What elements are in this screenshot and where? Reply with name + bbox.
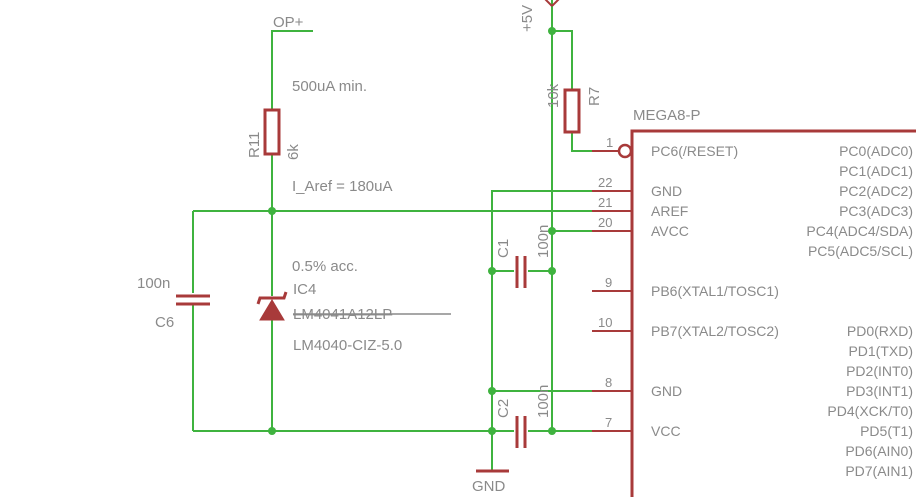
- mcu-pin-number: 9: [605, 275, 612, 290]
- capacitor-c2-value: 100n: [535, 385, 552, 418]
- reference-ic4[interactable]: IC4 LM4041A12LP LM4040-CIZ-5.0 0.5% acc.: [256, 258, 451, 354]
- junctions: [268, 27, 556, 435]
- capacitor-c6-value: 100n: [137, 275, 170, 292]
- capacitor-c2-name: C2: [495, 399, 512, 418]
- resistor-r7-body: [563, 88, 581, 134]
- supply-5v-arrow-left: [544, 0, 553, 7]
- junction-dot: [488, 427, 496, 435]
- mcu-pin-name: PD7(AIN1): [845, 463, 913, 479]
- mcu-pin-name: PC6(/RESET): [651, 143, 738, 159]
- junction-dot: [548, 227, 556, 235]
- note-i-aref: I_Aref = 180uA: [292, 178, 393, 195]
- mcu-pin-name: PC2(ADC2): [839, 183, 913, 199]
- wire-op-plus: [271, 30, 313, 110]
- capacitor-c1-value: 100n: [535, 225, 552, 258]
- capacitor-c2[interactable]: C2 100n: [495, 385, 552, 448]
- resistor-r7-name: R7: [586, 87, 603, 106]
- mcu-pin-name: PD0(RXD): [847, 323, 913, 339]
- wire-r7-top: [552, 30, 573, 90]
- mcu-pin-name: PD6(AIN0): [845, 443, 913, 459]
- capacitor-c1[interactable]: C1 100n: [495, 225, 552, 288]
- mcu-pin-number: 21: [598, 195, 612, 210]
- mcu-body-outline: [630, 129, 916, 497]
- resistor-r11[interactable]: R11 6k: [246, 108, 302, 160]
- mcu-pin-name: GND: [651, 183, 682, 199]
- reference-ic4-part: LM4040-CIZ-5.0: [293, 337, 402, 354]
- wires: [192, 0, 632, 470]
- junction-dot: [548, 267, 556, 275]
- mcu-pin-number: 10: [598, 315, 612, 330]
- capacitor-c6[interactable]: 100n C6: [137, 275, 210, 331]
- ground-label: GND: [472, 478, 506, 495]
- junction-dot: [488, 387, 496, 395]
- mcu-pin-name: PC1(ADC1): [839, 163, 913, 179]
- mcu-pin-name: PC4(ADC4/SDA): [806, 223, 913, 239]
- mcu-pin-name: VCC: [651, 423, 681, 439]
- reference-ic4-bar: [256, 291, 288, 305]
- mcu-mega8[interactable]: MEGA8-P 1 22 21 20 9 10 8 7 PC6(/RESET) …: [592, 107, 916, 497]
- net-label-op-plus: OP+: [273, 14, 304, 31]
- capacitor-c1-name: C1: [495, 239, 512, 258]
- note-current-min: 500uA min.: [292, 78, 367, 95]
- junction-dot: [548, 27, 556, 35]
- mcu-pin-number: 7: [605, 415, 612, 430]
- reference-ic4-accuracy: 0.5% acc.: [292, 258, 358, 275]
- mcu-pin-number: 20: [598, 215, 612, 230]
- reference-ic4-triangle: [259, 299, 285, 321]
- junction-dot: [268, 207, 276, 215]
- mcu-pin-number: 8: [605, 375, 612, 390]
- reference-ic4-name: IC4: [293, 281, 316, 298]
- mcu-pin-name: PD5(T1): [860, 423, 913, 439]
- resistor-r7[interactable]: R7 10k: [545, 83, 603, 134]
- junction-dot: [268, 427, 276, 435]
- mcu-name: MEGA8-P: [633, 107, 701, 124]
- mcu-pin-name: PB6(XTAL1/TOSC1): [651, 283, 779, 299]
- mcu-pin-name: PD4(XCK/T0): [827, 403, 913, 419]
- supply-5v-label: +5V: [519, 5, 536, 32]
- mcu-pin-name: PC5(ADC5/SCL): [808, 243, 913, 259]
- resistor-r11-body: [263, 108, 281, 156]
- mcu-pin-name: PD3(INT1): [846, 383, 913, 399]
- mcu-pin-name: PC0(ADC0): [839, 143, 913, 159]
- junction-dot: [548, 427, 556, 435]
- resistor-r11-value: 6k: [285, 144, 302, 160]
- supply-5v-arrow-right: [551, 0, 560, 7]
- ground-symbol[interactable]: GND: [472, 469, 509, 495]
- mcu-pin-name: PB7(XTAL2/TOSC2): [651, 323, 779, 339]
- resistor-r11-name: R11: [246, 132, 263, 158]
- mcu-pin-number: 22: [598, 175, 612, 190]
- mcu-reset-inverter-bubble: [617, 143, 633, 159]
- junction-dot: [488, 267, 496, 275]
- mcu-pin-name: AVCC: [651, 223, 689, 239]
- supply-5v[interactable]: +5V: [519, 0, 562, 32]
- resistor-r7-value: 10k: [545, 83, 562, 108]
- mcu-pin-name: PD2(INT0): [846, 363, 913, 379]
- capacitor-c6-name: C6: [155, 314, 174, 331]
- mcu-pin-name: AREF: [651, 203, 688, 219]
- mcu-pin-name: PD1(TXD): [848, 343, 913, 359]
- wire-gnd22: [491, 190, 632, 470]
- mcu-pin-name: GND: [651, 383, 682, 399]
- mcu-pin-number: 1: [606, 135, 613, 150]
- mcu-pin-name: PC3(ADC3): [839, 203, 913, 219]
